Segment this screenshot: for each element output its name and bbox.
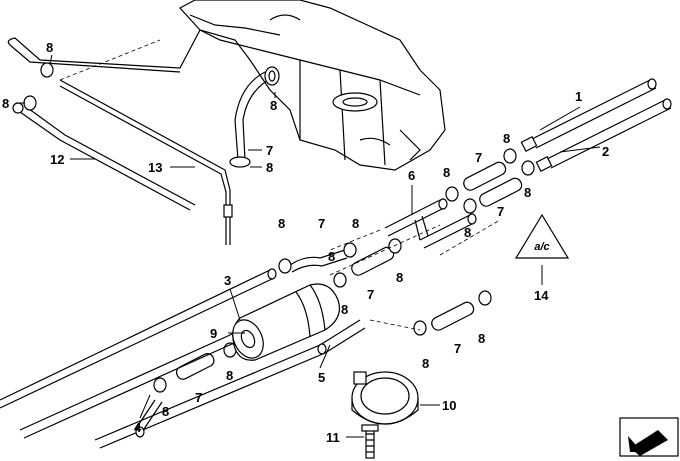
hose-7-lower-left: [175, 353, 215, 380]
callout-8: 8: [270, 98, 277, 113]
callout-9: 9: [210, 326, 217, 341]
hose-7-right-upper: [463, 161, 523, 207]
callout-8: 8: [524, 185, 531, 200]
callout-2: 2: [602, 144, 609, 159]
callout-8: 8: [478, 331, 485, 346]
callout-8: 8: [341, 302, 348, 317]
distributor-6: [384, 198, 477, 249]
callout-13: 13: [148, 160, 162, 175]
callout-7: 7: [475, 150, 482, 165]
callout-3: 3: [224, 273, 231, 288]
warning-symbol-14: a/c: [514, 213, 570, 259]
callout-6: 6: [408, 168, 415, 183]
callout-8: 8: [46, 40, 53, 55]
callout-8: 8: [226, 368, 233, 383]
callout-8: 8: [352, 216, 359, 231]
dashed-leaders: [59, 39, 501, 331]
fuel-filter-9: [232, 283, 341, 361]
callout-8: 8: [328, 249, 335, 264]
hose-7-lower-right: [431, 301, 475, 331]
fuel-tank: [179, 0, 446, 171]
clamp-band-10: [351, 371, 419, 425]
callout-8: 8: [278, 216, 285, 231]
callout-7: 7: [497, 204, 504, 219]
vent-line-13: [59, 79, 233, 245]
callout-4: 4: [134, 420, 142, 435]
callout-14: 14: [534, 288, 549, 303]
clamp-left-top: [40, 62, 54, 78]
callout-11: 11: [326, 430, 340, 445]
callout-7: 7: [454, 341, 461, 356]
leader-lines: [16, 54, 601, 438]
clamp-tank-top: [264, 66, 280, 86]
callout-8: 8: [464, 225, 471, 240]
callout-1: 1: [575, 89, 582, 104]
callout-8: 8: [266, 160, 273, 175]
callout-8: 8: [443, 165, 450, 180]
callout-7: 7: [367, 287, 374, 302]
callout-10: 10: [442, 398, 456, 413]
pipe-5: [94, 319, 366, 449]
callout-7: 7: [318, 216, 325, 231]
callout-8: 8: [503, 131, 510, 146]
hose-7-center: [289, 246, 395, 276]
callout-8: 8: [396, 270, 403, 285]
clamps-8: [153, 148, 535, 393]
callout-8: 8: [162, 404, 169, 419]
callout-5: 5: [318, 370, 325, 385]
pipe-4-end: [134, 399, 163, 438]
callout-8: 8: [2, 96, 9, 111]
pipe-3: [0, 268, 277, 409]
warning-symbol-text: a/c: [534, 241, 549, 253]
callout-7: 7: [195, 390, 202, 405]
pipe-2: [535, 98, 672, 172]
callout-12: 12: [50, 152, 64, 167]
callout-labels: 1 2 3 4 5 6 9 10 11 12 13 14 8 8 8 8 8 8…: [2, 40, 609, 445]
pipe-1: [520, 78, 657, 152]
bolt-11: [361, 424, 379, 459]
orientation-arrow-icon: [619, 417, 679, 457]
callout-8: 8: [422, 356, 429, 371]
vent-line-12: [7, 29, 201, 211]
callout-7: 7: [266, 143, 273, 158]
clamp-left-mid: [23, 95, 37, 111]
